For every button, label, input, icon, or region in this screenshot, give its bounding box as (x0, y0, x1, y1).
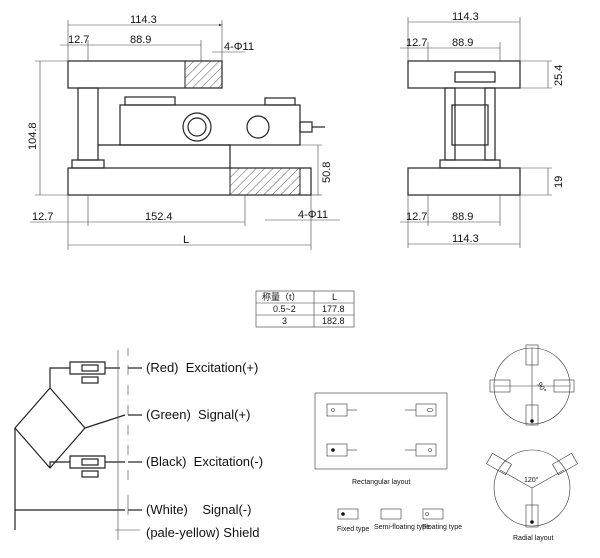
legend-floating-type: Floating type (422, 524, 462, 531)
side-view: 114.3 12.7 88.9 25.4 19 12.7 88.9 114.3 (400, 11, 565, 248)
table-cell: 0.5~2 (273, 304, 296, 314)
rectangular-layout: Rectangular layout Fixed type Semi-float… (314, 392, 462, 533)
side-dim-spacing-top: 88.9 (452, 37, 473, 49)
wire-label-red: (Red) Excitation(+) (146, 360, 258, 375)
dim-base-height: 50.8 (321, 162, 333, 183)
dim-offset: 12.7 (68, 34, 89, 46)
table-cell: 3 (282, 316, 287, 326)
dim-hole-spacing: 88.9 (130, 34, 151, 46)
wire-label-green: (Green) Signal(+) (146, 407, 250, 422)
side-dim-bottom-thickness: 19 (553, 176, 565, 188)
wire-label-white: (White) Signal(-) (146, 502, 251, 517)
dim-offset-bottom: 12.7 (32, 211, 53, 223)
front-view: 114.3 12.7 88.9 4-Φ11 104.8 50.8 12.7 15… (27, 14, 340, 250)
table-cell: 177.8 (322, 304, 345, 314)
side-dim-offset-top: 12.7 (406, 37, 427, 49)
dim-height: 104.8 (27, 122, 39, 150)
radial-layout-caption: Radial layout (513, 535, 554, 542)
dim-base-spacing: 152.4 (145, 211, 173, 223)
dim-length: L (183, 234, 189, 246)
side-dim-spacing-bottom: 88.9 (452, 211, 473, 223)
size-table: 称量（t） L 0.5~2 177.8 3 182.8 (255, 290, 355, 328)
wire-label-shield: (pale-yellow) Shield (146, 525, 259, 540)
wiring-diagram: (Red) Excitation(+) (Green) Signal(+) (B… (14, 348, 263, 540)
legend-fixed-type: Fixed type (337, 526, 369, 533)
legend-semi-floating-type: Semi-floating type (374, 524, 430, 531)
dim-total-width: 114.3 (130, 14, 157, 26)
wire-label-black: (Black) Excitation(-) (146, 454, 263, 469)
table-header: 称量（t） (262, 291, 301, 302)
side-dim-width-bottom: 114.3 (452, 233, 479, 245)
side-dim-top-thickness: 25.4 (553, 65, 565, 86)
radial-layout: 90° 120° Radial layout (486, 344, 578, 542)
table-header: L (332, 292, 337, 302)
dim-holes-top: 4-Φ11 (224, 41, 254, 53)
angle-90-label: 90° (535, 381, 547, 394)
table-cell: 182.8 (322, 316, 345, 326)
side-dim-offset-bottom: 12.7 (406, 211, 427, 223)
side-dim-width-top: 114.3 (452, 11, 479, 23)
rectangular-layout-caption: Rectangular layout (352, 479, 410, 486)
angle-120-label: 120° (524, 476, 539, 484)
dim-holes-bottom: 4-Φ11 (298, 209, 328, 221)
